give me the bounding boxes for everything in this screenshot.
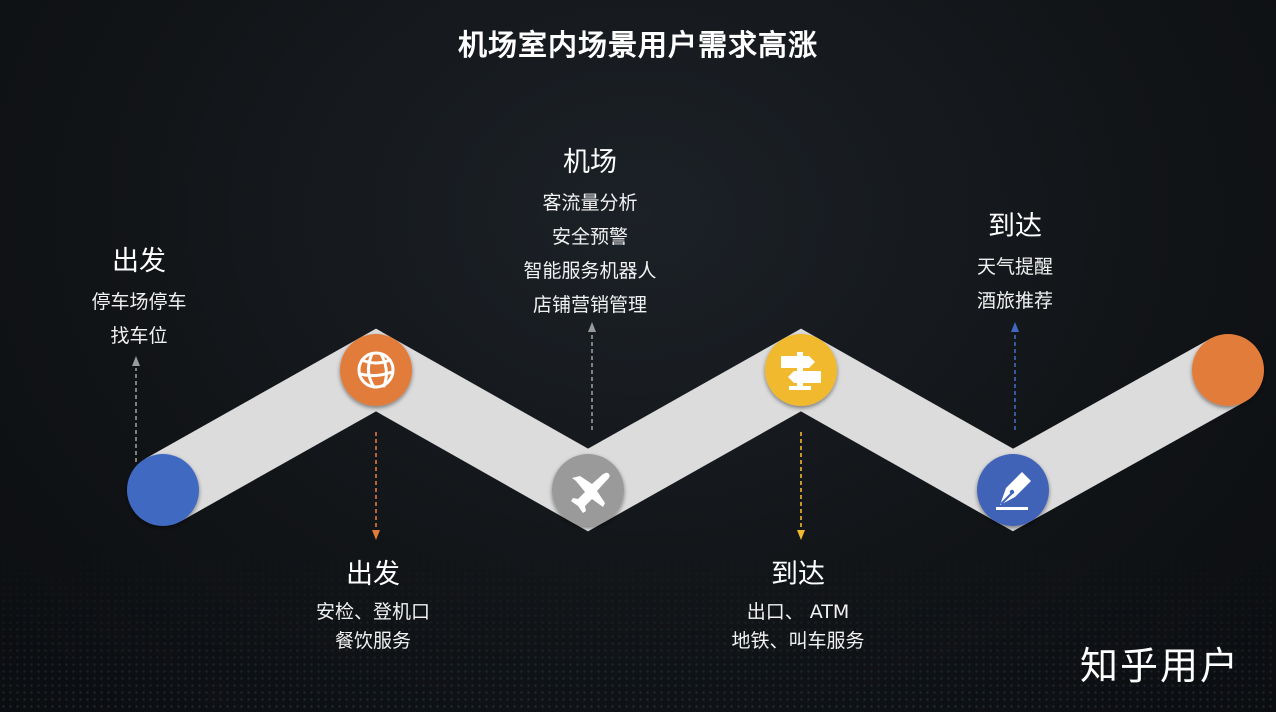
stage-item: 出口、 ATM [746, 601, 850, 623]
pen-nib-icon [996, 472, 1031, 510]
stage-heading: 到达 [770, 559, 825, 590]
stage-airport: 机场 客流量分析 安全预警 智能服务机器人 店铺营销管理 [523, 146, 656, 322]
end-node [1192, 334, 1264, 406]
stage-depart-bottom: 出发 安检、登机口 餐饮服务 [316, 558, 430, 656]
watermark: 知乎用户 [1079, 644, 1240, 688]
stage-item: 餐饮服务 [334, 630, 412, 652]
arrow-destination-up [1011, 322, 1019, 430]
stage-item: 找车位 [110, 325, 168, 347]
arrow-arrive-down [797, 432, 805, 540]
dotted-wave-background [0, 542, 1276, 712]
basketball-icon [357, 351, 395, 389]
arrow-airport-up [588, 322, 596, 430]
stage-item: 天气提醒 [976, 256, 1054, 278]
signpost-icon [781, 352, 821, 390]
stage-item: 安检、登机口 [315, 601, 431, 623]
airport-node [552, 454, 624, 526]
stage-arrive-top: 到达 天气提醒 酒旅推荐 [977, 210, 1053, 318]
page-title: 机场室内场景用户需求高涨 [457, 28, 818, 62]
depart-node [340, 334, 412, 406]
stage-item: 安全预警 [551, 226, 629, 248]
stage-heading: 到达 [987, 211, 1042, 242]
stage-item: 智能服务机器人 [523, 260, 657, 282]
stage-arrive-bottom: 到达 出口、 ATM 地铁、叫车服务 [731, 558, 864, 656]
stage-item: 地铁、叫车服务 [731, 630, 865, 652]
airplane-icon [571, 472, 610, 513]
start-node [127, 454, 199, 526]
stage-item: 店铺营销管理 [532, 294, 648, 316]
stage-heading: 机场 [562, 147, 617, 178]
stage-depart-top: 出发 停车场停车 找车位 [91, 245, 186, 353]
stage-item: 停车场停车 [91, 291, 187, 313]
stage-item: 客流量分析 [542, 192, 638, 214]
stage-item: 酒旅推荐 [976, 290, 1054, 312]
stage-heading: 出发 [111, 246, 166, 277]
arrow-depart-down [372, 432, 380, 540]
stage-heading: 出发 [345, 559, 400, 590]
arrow-start-up [132, 356, 140, 462]
destination-node [977, 454, 1049, 526]
journey-path [145, 328, 1246, 532]
arrive-node [765, 334, 837, 406]
